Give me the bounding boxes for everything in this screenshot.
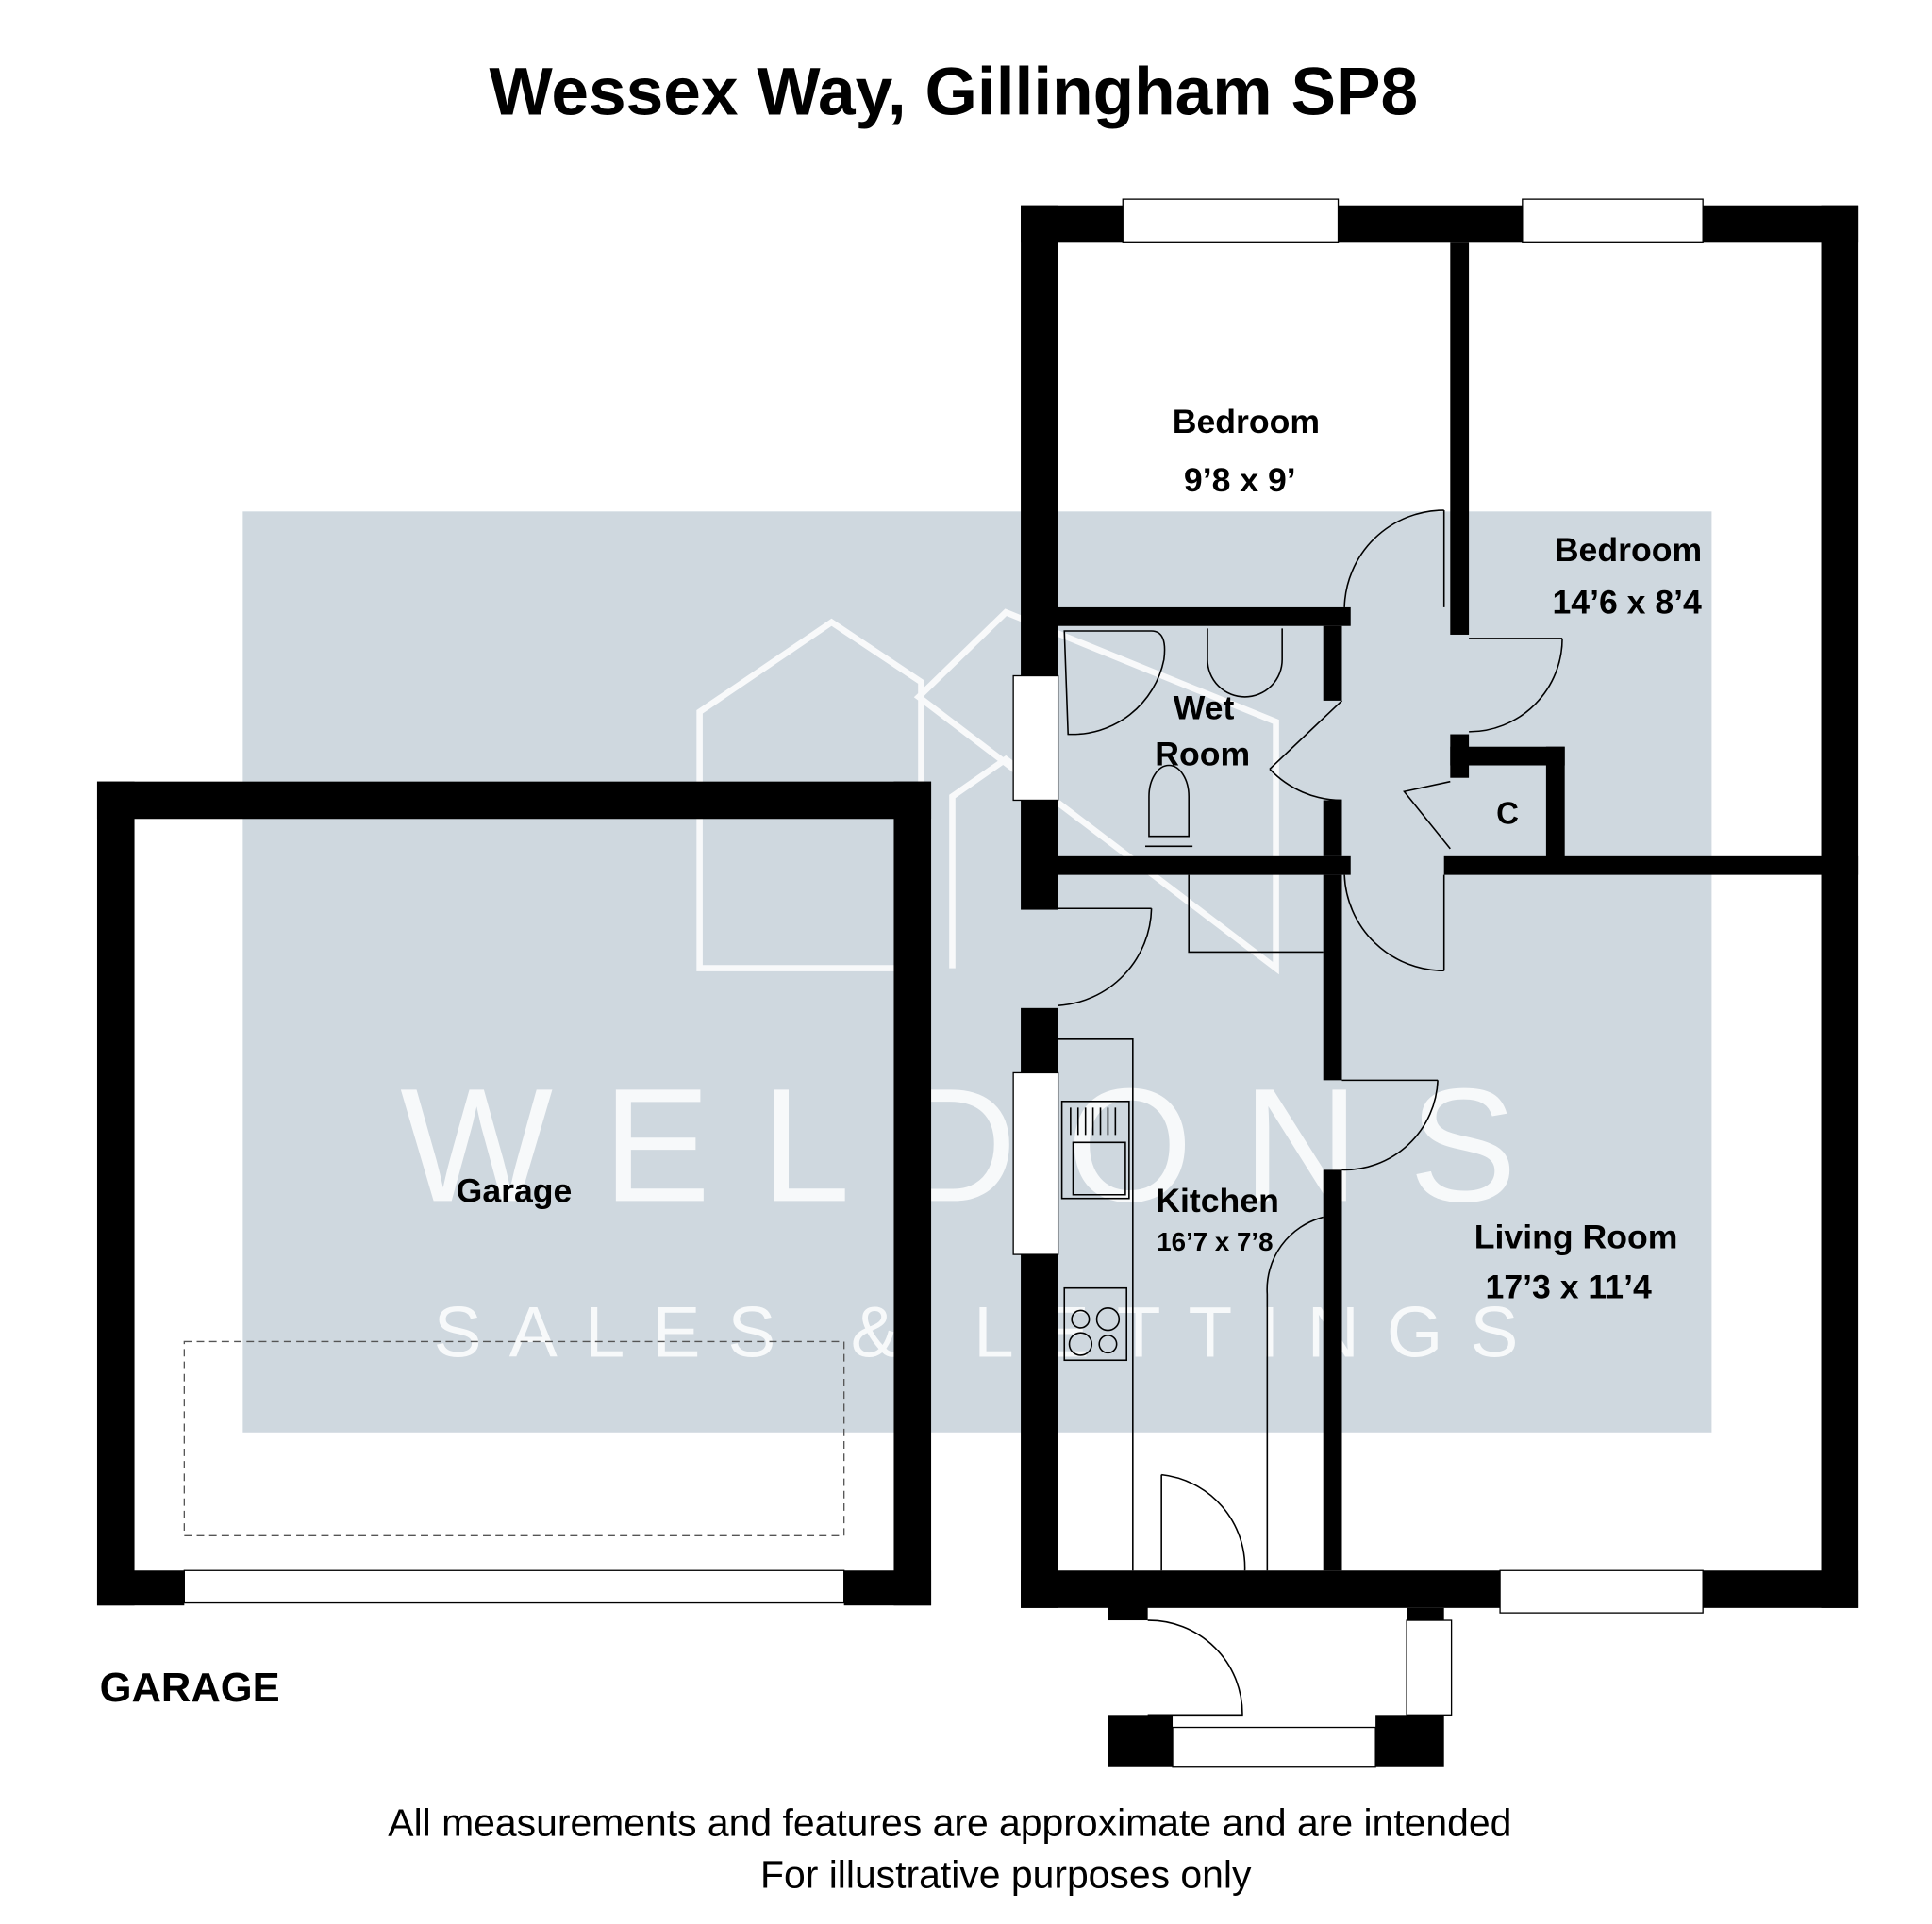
living-room-size: 17’3 x 11’4 [1486,1268,1652,1305]
window [1012,1071,1059,1255]
fixtures [1058,628,1324,1571]
wet-room-label-line1: Wet [1174,689,1235,727]
living-room-label: Living Room [1474,1218,1678,1255]
cupboard-label: C [1496,796,1519,831]
bedroom-1-size: 9’8 x 9’ [1184,461,1296,499]
window [1522,198,1704,243]
window [1406,1619,1453,1716]
wet-room-label-line2: Room [1155,736,1250,773]
basin-icon [1207,628,1283,698]
kitchen-label: Kitchen [1156,1182,1279,1219]
sink-icon [1060,1100,1130,1200]
garage-door-overhead-outline [183,1340,845,1536]
window [1499,1569,1704,1614]
garage-label: Garage [457,1172,573,1210]
kitchen-size: 16’7 x 7’8 [1157,1227,1273,1256]
shower-tray-icon [1063,630,1166,736]
window [1012,674,1059,802]
watermark-brand: WELDONS [400,1055,1567,1236]
watermark-tagline: SALES & LETTINGS [434,1292,1546,1372]
page-title: Wessex Way, Gillingham SP8 [489,54,1418,129]
watermark-background [242,511,1712,1433]
worktop-outline [1058,874,1324,1571]
window [1122,198,1340,243]
bedroom-2-size: 14’6 x 8’4 [1552,584,1702,622]
hob-icon [1063,1286,1128,1362]
disclaimer-line2: For illustrative purposes only [760,1853,1252,1897]
garage-structure [96,781,932,1606]
bedroom-2-label: Bedroom [1555,531,1702,569]
bedroom-1-label: Bedroom [1173,403,1320,440]
door-swings [1058,509,1563,1717]
disclaimer-line1: All measurements and features are approx… [388,1800,1511,1844]
garage-door [183,1569,845,1604]
house-walls [1012,198,1859,1768]
window [1172,1726,1376,1768]
toilet-icon [1145,764,1193,848]
garage-section-label: GARAGE [100,1666,280,1711]
